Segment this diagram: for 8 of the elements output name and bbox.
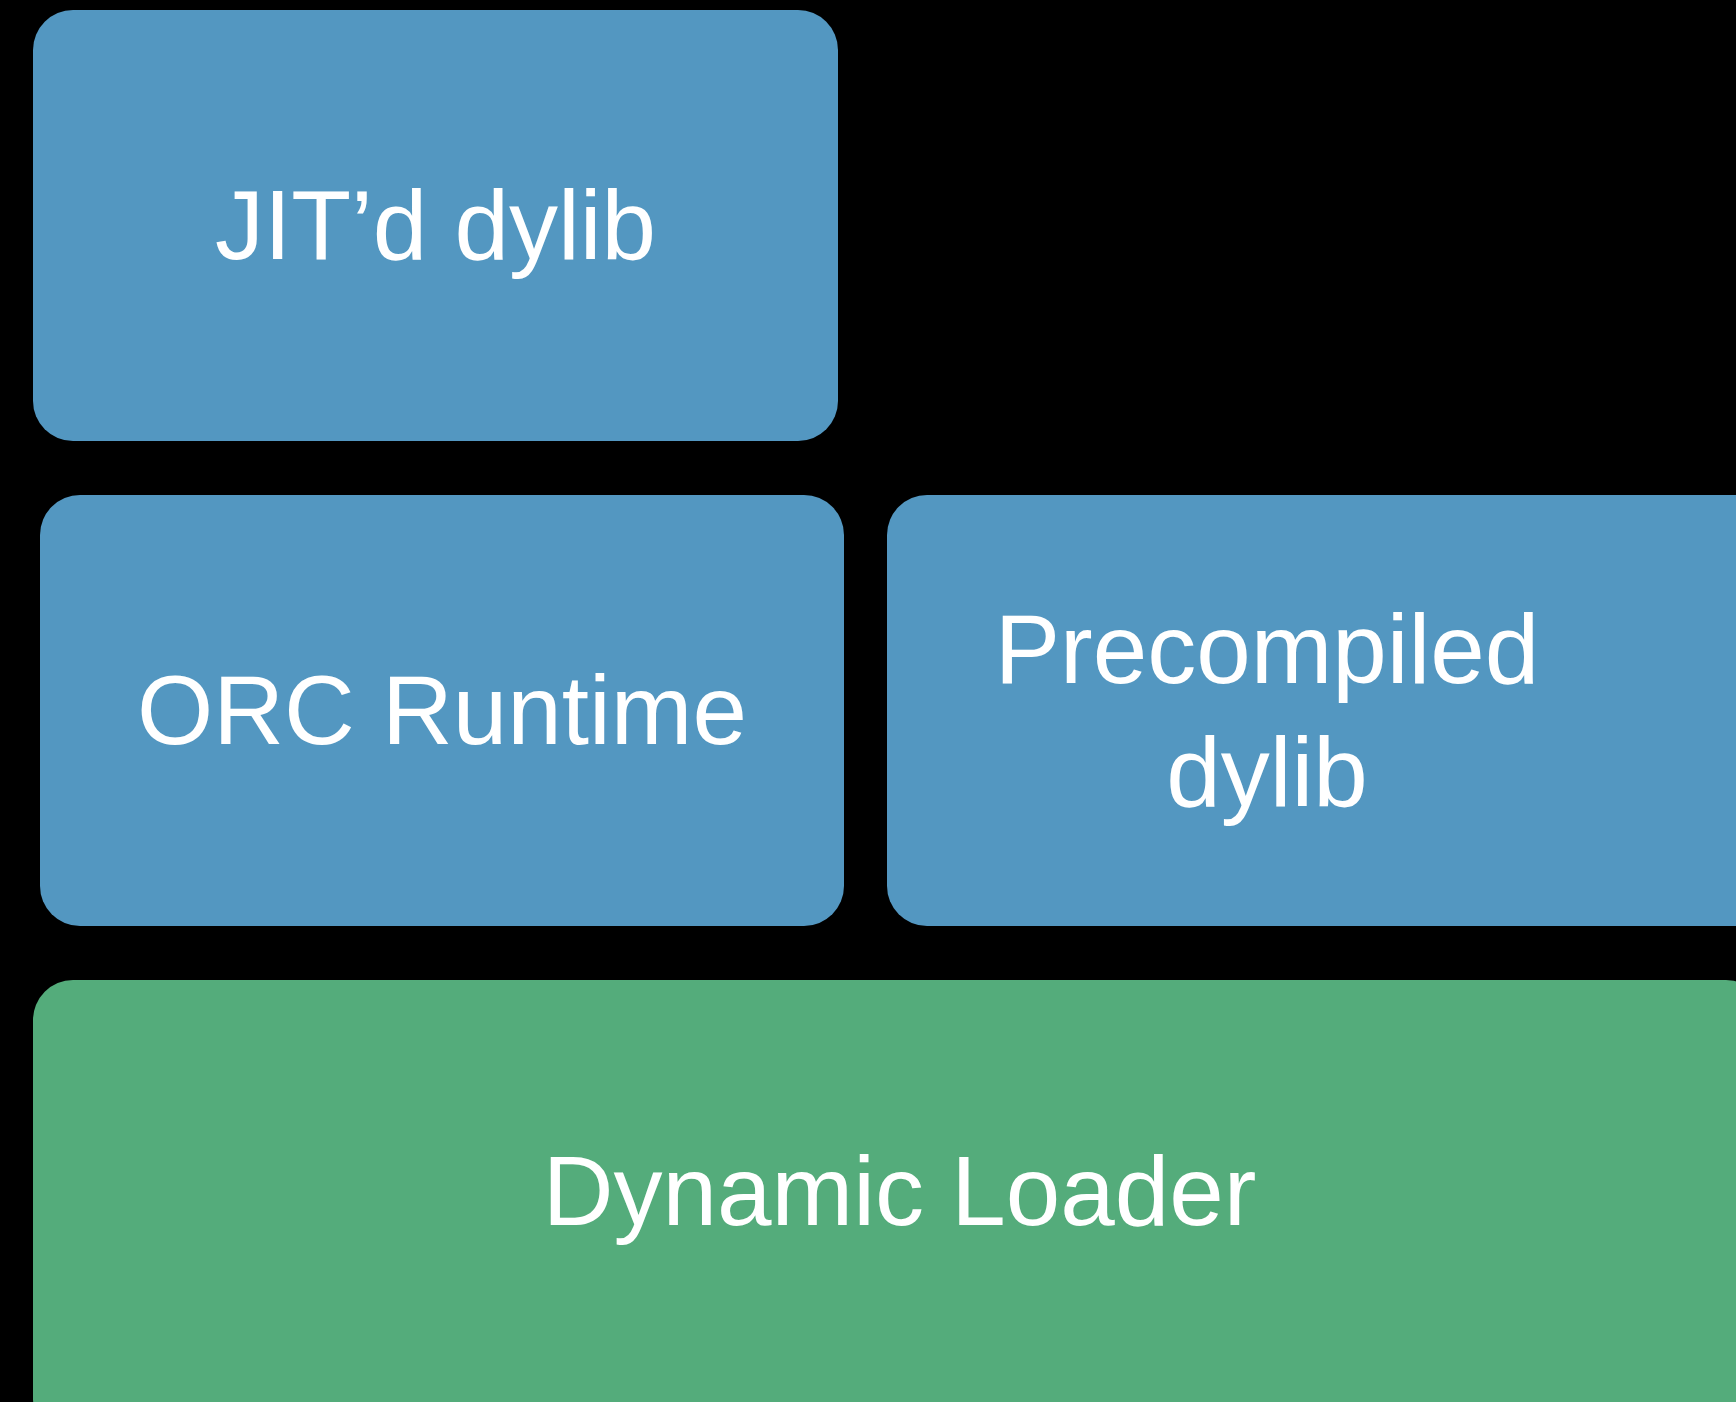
layer-box — [33, 980, 1736, 1402]
component-box — [33, 10, 838, 441]
component-box — [887, 495, 1736, 926]
component-box — [40, 495, 844, 926]
box-label: Precompiled dylib — [993, 593, 1541, 829]
box-label: JIT’d dylib — [214, 169, 657, 283]
box-label: ORC Runtime — [137, 654, 747, 768]
box-label: Dynamic Loader — [542, 1134, 1257, 1248]
